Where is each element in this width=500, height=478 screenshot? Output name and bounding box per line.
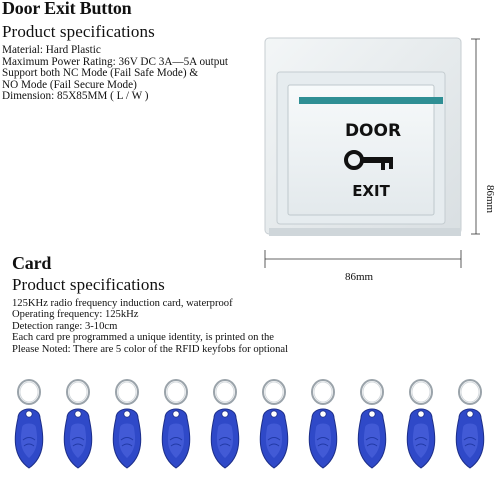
- key-icon: [344, 150, 393, 170]
- width-label: 86mm: [345, 271, 374, 283]
- exit-button-image: DOOR EXIT 86mm 86mm: [264, 37, 496, 283]
- door-spec-line: Material: Hard Plastic: [2, 44, 101, 56]
- rfid-keyfob-row: [14, 379, 485, 469]
- card-spec-line: Each card pre programmed a unique identi…: [12, 332, 275, 344]
- rfid-keyfob: [259, 379, 289, 469]
- rfid-keyfob: [112, 379, 142, 469]
- rfid-keyfob: [406, 379, 436, 469]
- height-label: 86mm: [484, 185, 496, 214]
- rfid-keyfob: [210, 379, 240, 469]
- door-label: DOOR: [345, 121, 401, 141]
- door-exit-title: Door Exit Button: [2, 0, 132, 18]
- card-spec-list: 125KHz radio frequency induction card, w…: [12, 298, 288, 355]
- door-spec-line: Dimension: 85X85MM ( L / W ): [2, 90, 149, 103]
- door-spec-line: Maximum Power Rating: 36V DC 3A—5A outpu…: [2, 55, 229, 68]
- rfid-keyfob: [455, 379, 485, 469]
- card-spec-line: Operating frequency: 125kHz: [12, 309, 139, 321]
- rfid-keyfob: [161, 379, 191, 469]
- rfid-keyfob: [308, 379, 338, 469]
- door-spec-heading: Product specifications: [2, 22, 155, 41]
- card-title: Card: [12, 253, 52, 273]
- height-dimension-line: [471, 38, 480, 235]
- door-spec-line: NO Mode (Fail Secure Mode): [2, 78, 137, 91]
- card-spec-line: Detection range: 3-10cm: [12, 320, 118, 332]
- door-spec-line: Support both NC Mode (Fail Safe Mode) &: [2, 67, 199, 80]
- width-dimension-line: [264, 250, 462, 268]
- rfid-keyfob: [14, 379, 44, 469]
- card-spec-heading: Product specifications: [12, 275, 165, 294]
- card-spec-line: Please Noted: There are 5 color of the R…: [12, 343, 289, 355]
- exit-label: EXIT: [352, 182, 390, 200]
- door-spec-list: Material: Hard Plastic Maximum Power Rat…: [2, 44, 229, 103]
- rfid-keyfob: [357, 379, 387, 469]
- card-spec-line: 125KHz radio frequency induction card, w…: [12, 298, 233, 309]
- rfid-keyfob: [63, 379, 93, 469]
